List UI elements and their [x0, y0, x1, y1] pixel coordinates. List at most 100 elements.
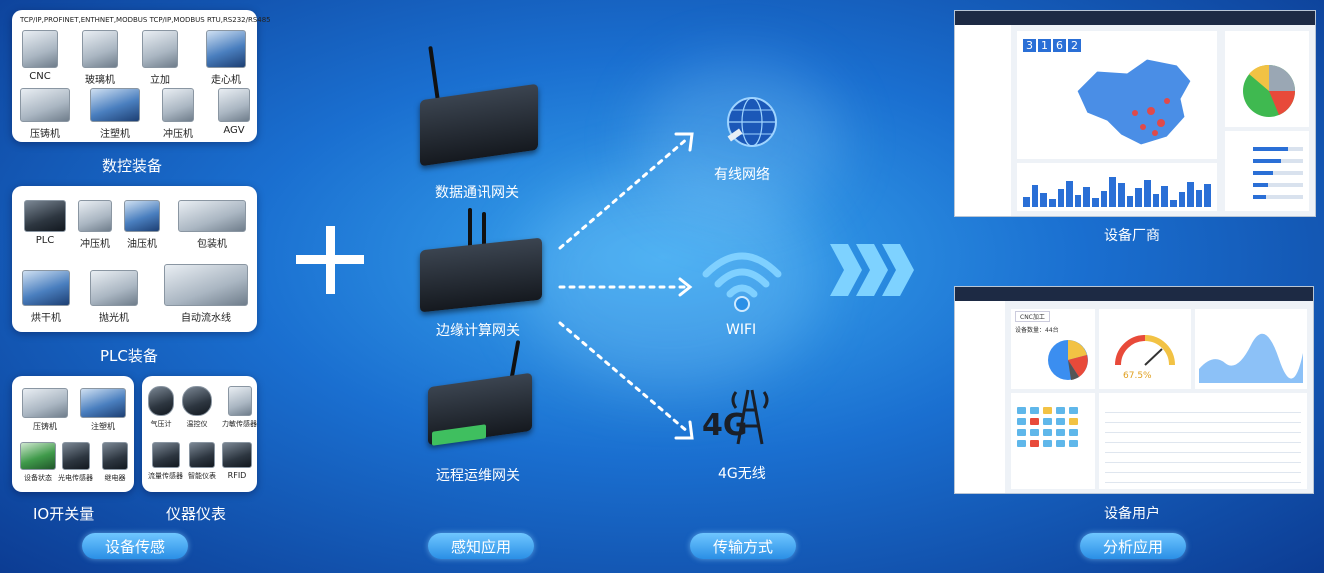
counter-digit: 2	[1068, 39, 1081, 52]
io-section-title: IO开关量	[33, 505, 95, 523]
4g-wireless-label: 4G无线	[718, 466, 766, 482]
analysis-pill: 分析应用	[1080, 533, 1186, 559]
bar	[1135, 188, 1142, 207]
bar	[1023, 197, 1030, 207]
vendor-dashboard-header	[955, 11, 1315, 25]
machine-status-icon	[1030, 440, 1039, 447]
arrow-head-wifi	[678, 277, 693, 297]
protocol-list: TCP/IP,PROFINET,ENTHNET,MODBUS TCP/IP,MO…	[20, 16, 271, 24]
punch-press-label: 冲压机	[163, 129, 193, 140]
io-injection-image	[80, 388, 126, 418]
arrow-to-4g	[558, 321, 690, 434]
machine-status-icon	[1043, 440, 1052, 447]
agv-label: AGV	[223, 125, 245, 136]
machine-status-icon	[1069, 440, 1078, 447]
plc-label: PLC	[35, 235, 55, 246]
gauge-value: 67.5%	[1123, 371, 1152, 381]
globe-icon	[727, 97, 777, 147]
vertical-machining-label: 立加	[150, 75, 170, 86]
machine-status-icon	[1017, 407, 1026, 414]
flow-sensor-label: 流量传感器	[148, 472, 183, 480]
counter-digit: 1	[1038, 39, 1051, 52]
machine-status-icon	[1030, 429, 1039, 436]
user-area-card	[1195, 309, 1307, 389]
machine-status-grid	[1017, 407, 1089, 447]
device-status-label: 设备状态	[24, 474, 52, 482]
machine-status-icon	[1017, 440, 1026, 447]
table-row	[1105, 452, 1301, 453]
cnc-section-title: 数控装备	[102, 157, 163, 175]
bar	[1066, 181, 1073, 207]
table-row	[1105, 442, 1301, 443]
bar	[1118, 183, 1125, 207]
vendor-counter: 3 1 6 2	[1023, 39, 1081, 52]
vendor-bar-chart-card	[1017, 163, 1217, 211]
plc-section-title: PLC装备	[100, 347, 158, 365]
bar	[1092, 198, 1099, 207]
bar	[1152, 194, 1160, 207]
arrow-to-wired	[558, 136, 690, 250]
edge-gateway-label: 边缘计算网关	[436, 323, 520, 339]
polishing-machine-label: 抛光机	[99, 313, 129, 324]
barometer-image	[148, 386, 174, 416]
glass-machine-label: 玻璃机	[85, 75, 115, 86]
machine-status-icon	[1017, 418, 1026, 425]
plc-punch-label: 冲压机	[80, 239, 110, 250]
bar	[1178, 192, 1186, 207]
bar	[1161, 186, 1168, 207]
user-dashboard: CNC加工 设备数量：44台 67.5%	[954, 286, 1314, 494]
io-die-casting-label: 压铸机	[33, 422, 57, 431]
machine-status-icon	[1030, 407, 1039, 414]
counter-digit: 3	[1023, 39, 1036, 52]
table-row	[1105, 422, 1301, 423]
swiss-lathe-label: 走心机	[211, 75, 241, 86]
polishing-machine-image	[90, 270, 138, 306]
user-label: 设备用户	[1104, 506, 1160, 522]
cnc-label: CNC	[29, 71, 51, 82]
vertical-machining-image	[142, 30, 178, 68]
machine-status-icon	[1043, 429, 1052, 436]
assembly-line-label: 自动流水线	[181, 313, 231, 324]
cnc-panel: TCP/IP,PROFINET,ENTHNET,MODBUS TCP/IP,MO…	[12, 10, 271, 142]
user-dashboard-header	[955, 287, 1313, 301]
wifi-icon	[702, 252, 782, 312]
user-gauge-card: 67.5%	[1099, 309, 1191, 389]
transport-pill: 传输方式	[690, 533, 796, 559]
smart-meter-label: 智能仪表	[188, 472, 216, 480]
arrow-head-wired	[674, 132, 694, 152]
sensing-pill: 设备传感	[82, 533, 188, 559]
hydraulic-press-image	[124, 200, 160, 232]
vendor-map-card: 3 1 6 2	[1017, 31, 1217, 159]
user-pie-card: CNC加工 设备数量：44台	[1011, 309, 1095, 389]
device-type-select[interactable]: CNC加工	[1015, 311, 1050, 322]
vendor-label: 设备厂商	[1104, 228, 1160, 244]
machine-status-icon	[1043, 407, 1052, 414]
plus-sign-vertical	[326, 226, 335, 294]
machine-status-icon	[1017, 429, 1026, 436]
vendor-bar-list-card	[1225, 131, 1309, 211]
flow-sensor-image	[151, 442, 180, 468]
cnc-machine-image	[22, 30, 58, 68]
hydraulic-press-label: 油压机	[127, 239, 157, 250]
cell-tower-icon	[731, 389, 769, 445]
user-status-card	[1011, 393, 1095, 489]
thermostat-image	[182, 386, 212, 416]
user-pie-chart	[1048, 340, 1088, 380]
table-row	[1105, 432, 1301, 433]
user-area-chart	[1199, 333, 1303, 383]
table-row	[1105, 462, 1301, 463]
bar	[1040, 193, 1047, 207]
bar	[1100, 191, 1108, 207]
vendor-dashboard-sidebar	[955, 25, 1011, 216]
edge-gateway-antenna-left	[468, 208, 472, 252]
instrument-panel: 气压计 温控仪 力敏传感器 流量传感器 智能仪表 RFID	[142, 376, 257, 492]
photoelectric-sensor-label: 光电传感器	[58, 474, 93, 482]
force-sensor-image	[227, 386, 252, 416]
machine-status-icon	[1056, 429, 1065, 436]
rfid-label: RFID	[227, 471, 247, 480]
user-dashboard-sidebar	[955, 301, 1005, 493]
gateway-pill: 感知应用	[428, 533, 534, 559]
bar	[1195, 190, 1203, 207]
